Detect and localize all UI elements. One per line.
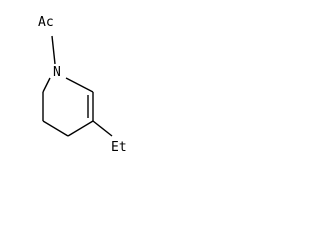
ethyl-label: Et (111, 140, 127, 155)
nitrogen-label: N (53, 65, 61, 80)
bond-c5-ethyl (92, 120, 113, 137)
bond-c5-c4 (67, 120, 94, 137)
molecule-structure: Ac N Et (38, 15, 127, 155)
bond-acetyl-nitrogen (51, 35, 56, 65)
acetyl-label: Ac (38, 15, 54, 30)
bond-c2-nitrogen (42, 77, 51, 93)
structure-canvas: Ac N Et (0, 0, 153, 175)
bond-c4-c3 (42, 120, 69, 137)
bond-nitrogen-c6 (65, 77, 94, 93)
